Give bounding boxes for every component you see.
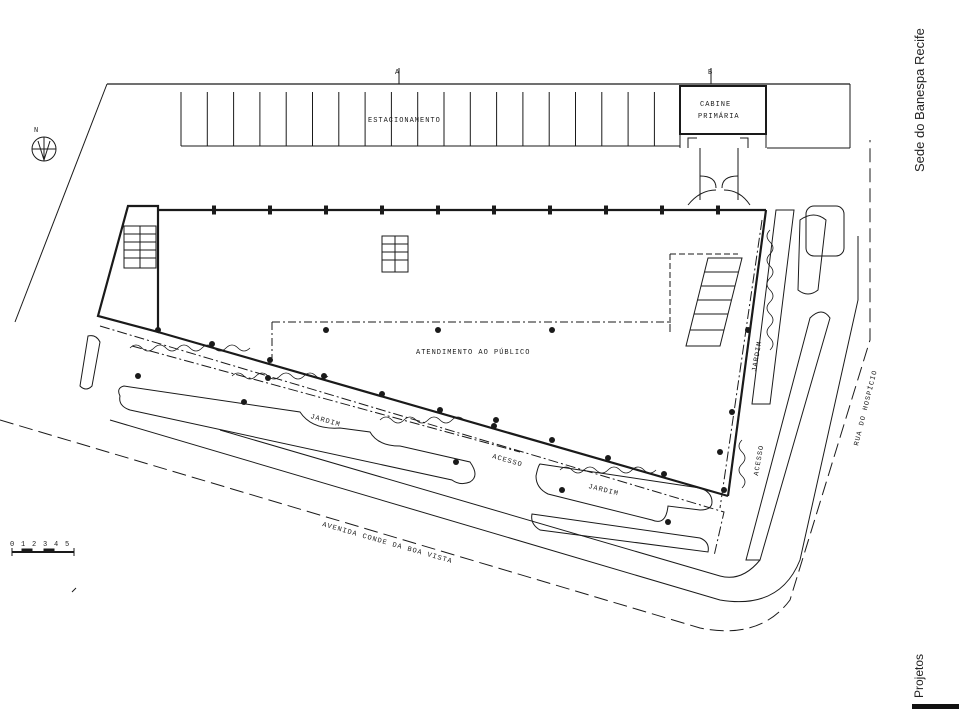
- section-cut-markers: [399, 68, 711, 84]
- scale-number: 0: [10, 541, 15, 549]
- section-marker-bar: [912, 704, 959, 709]
- parking-label: ESTACIONAMENTO: [368, 117, 441, 125]
- section-marker-b: B: [708, 69, 713, 77]
- plan-labels: A B N ESTACIONAMENTO CABINE PRIMÁRIA ATE…: [10, 69, 880, 566]
- avenue-label: AVENIDA CONDE DA BOA VISTA: [321, 521, 453, 566]
- scale-bar-numbers: 0 1 2 3 4 5: [10, 541, 70, 549]
- hedge-lines: [130, 230, 773, 488]
- entrance-gate: [688, 148, 750, 205]
- cabin-label-line1: CABINE: [700, 101, 731, 109]
- stair-left: [124, 226, 156, 268]
- access-label-right: ACESSO: [753, 444, 766, 476]
- garden-label-right: JARDIM: [751, 340, 764, 372]
- section-label: Projetos: [912, 654, 926, 698]
- canopy-outline: [100, 220, 762, 556]
- garden-label-mid: JARDIM: [587, 483, 619, 498]
- project-title: Sede do Banespa Recife: [912, 28, 927, 172]
- street-label: RUA DO HOSPÍCIO: [852, 369, 880, 447]
- garden-planters: [80, 336, 712, 552]
- scale-number: 5: [65, 541, 70, 549]
- scale-number: 3: [43, 541, 48, 549]
- street-curbs: [72, 236, 858, 602]
- access-label-left: ACESSO: [491, 453, 523, 469]
- scale-bar: [12, 548, 74, 556]
- right-planters: [746, 206, 844, 560]
- public-service-label: ATENDIMENTO AO PÚBLICO: [416, 347, 530, 357]
- north-label: N: [34, 127, 39, 135]
- site-plan-drawing: A B N ESTACIONAMENTO CABINE PRIMÁRIA ATE…: [0, 0, 900, 710]
- scale-number: 1: [21, 541, 26, 549]
- scale-number: 2: [32, 541, 37, 549]
- stair-center: [382, 236, 408, 272]
- north-arrow: [32, 137, 56, 161]
- cabin-label-line2: PRIMÁRIA: [698, 112, 740, 121]
- section-marker-a: A: [395, 69, 400, 77]
- escalator-right: [670, 254, 742, 346]
- scale-number: 4: [54, 541, 59, 549]
